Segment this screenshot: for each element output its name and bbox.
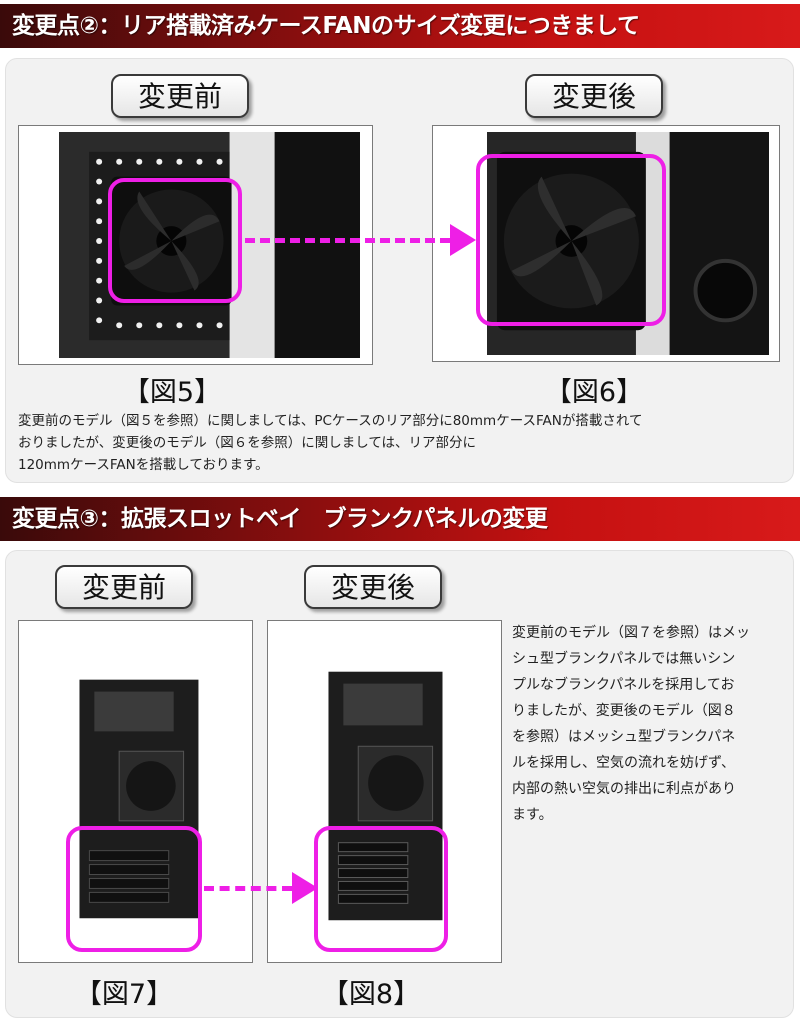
section2-arrow-line <box>245 238 450 243</box>
section2-description-line-2: おりましたが、変更後のモデル（図６を参照）に関しましては、リア部分に <box>18 435 477 451</box>
section3-description-line-6: ルを採用し、空気の流れを妨げず、 <box>512 755 736 771</box>
figure8-photo <box>267 620 502 963</box>
section3-description-line-1: 変更前のモデル（図７を参照）はメッ <box>512 625 750 641</box>
figure6-caption: 【図6】 <box>544 377 644 408</box>
section3-description-line-4: りましたが、変更後のモデル（図８ <box>512 703 736 719</box>
figure5-photo <box>18 125 373 365</box>
section3-description-line-7: 内部の熱い空気の排出に利点があり <box>512 781 736 797</box>
case-rear-80mm-fan-image <box>59 132 360 358</box>
figure8-caption: 【図8】 <box>321 979 421 1010</box>
section2-title: 変更点②：リア搭載済みケースFANのサイズ変更につきまして <box>0 4 800 48</box>
figure7-panel-highlight <box>66 826 202 952</box>
figure8-panel-highlight <box>314 826 448 952</box>
section2-description: 変更前のモデル（図５を参照）に関しましては、PCケースのリア部分に80mmケース… <box>18 410 788 476</box>
figure5-fan-highlight <box>108 178 242 303</box>
case-rear-mesh-blank-panel-image <box>328 671 443 921</box>
section3-arrow-head <box>292 872 318 904</box>
section3-title: 変更点③：拡張スロットベイ ブランクパネルの変更 <box>0 497 800 541</box>
section2-description-line-1: 変更前のモデル（図５を参照）に関しましては、PCケースのリア部分に80mmケース… <box>18 413 643 429</box>
section3-arrow-line <box>204 886 292 891</box>
section2-description-line-3: 120mmケースFANを搭載しております。 <box>18 457 269 473</box>
case-rear-simple-blank-panel-image <box>79 679 199 919</box>
section3-description-line-8: ます。 <box>512 807 553 823</box>
section3-description: 変更前のモデル（図７を参照）はメッ シュ型ブランクパネルでは無いシン プルなブラ… <box>512 620 787 828</box>
figure5-caption: 【図5】 <box>122 377 222 408</box>
section3-after-label: 変更後 <box>304 565 442 609</box>
section3-description-line-2: シュ型ブランクパネルでは無いシン <box>512 651 736 667</box>
section2-arrow-head <box>450 224 476 256</box>
figure7-caption: 【図7】 <box>74 979 174 1010</box>
section3-description-line-5: を参照）はメッシュ型ブランクパネ <box>512 729 736 745</box>
section3-before-label: 変更前 <box>55 565 193 609</box>
figure6-fan-highlight <box>476 154 666 326</box>
section2-after-label: 変更後 <box>525 74 663 118</box>
section3-description-line-3: プルなブランクパネルを採用してお <box>512 677 735 693</box>
figure7-photo <box>18 620 253 963</box>
section2-before-label: 変更前 <box>111 74 249 118</box>
